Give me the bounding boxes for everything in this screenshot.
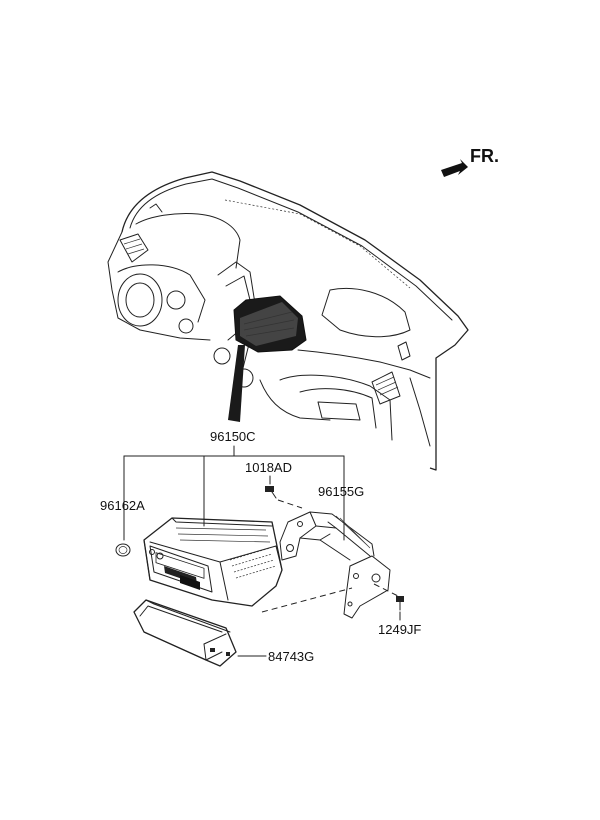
front-direction-indicator: FR.	[441, 146, 499, 177]
part-84743g-callout: 84743G	[237, 649, 314, 664]
label-96150c: 96150C	[210, 429, 256, 444]
mounting-bracket	[279, 511, 391, 619]
assembly-guide-line	[261, 587, 353, 613]
label-1249jf: 1249JF	[378, 622, 421, 637]
label-84743g: 84743G	[268, 649, 314, 664]
direction-arrow-icon	[441, 159, 468, 177]
storage-pocket	[133, 599, 237, 667]
dashboard-assembly	[107, 171, 469, 471]
part-1018ad-callout: 1018AD	[245, 460, 303, 509]
part-96150c-callout: 96150C	[123, 429, 345, 541]
label-1018ad: 1018AD	[245, 460, 292, 475]
part-1249jf-callout: 1249JF	[378, 596, 421, 637]
screw-guide-line	[373, 583, 399, 597]
audio-head-unit	[143, 517, 283, 607]
screw-icon	[265, 486, 277, 499]
label-96155g: 96155G	[318, 484, 364, 499]
direction-label: FR.	[470, 146, 499, 166]
knob-icon	[115, 543, 131, 557]
label-96162a: 96162A	[100, 498, 145, 513]
part-96162a-callout: 96162A	[100, 498, 145, 557]
screw-icon	[396, 596, 404, 611]
